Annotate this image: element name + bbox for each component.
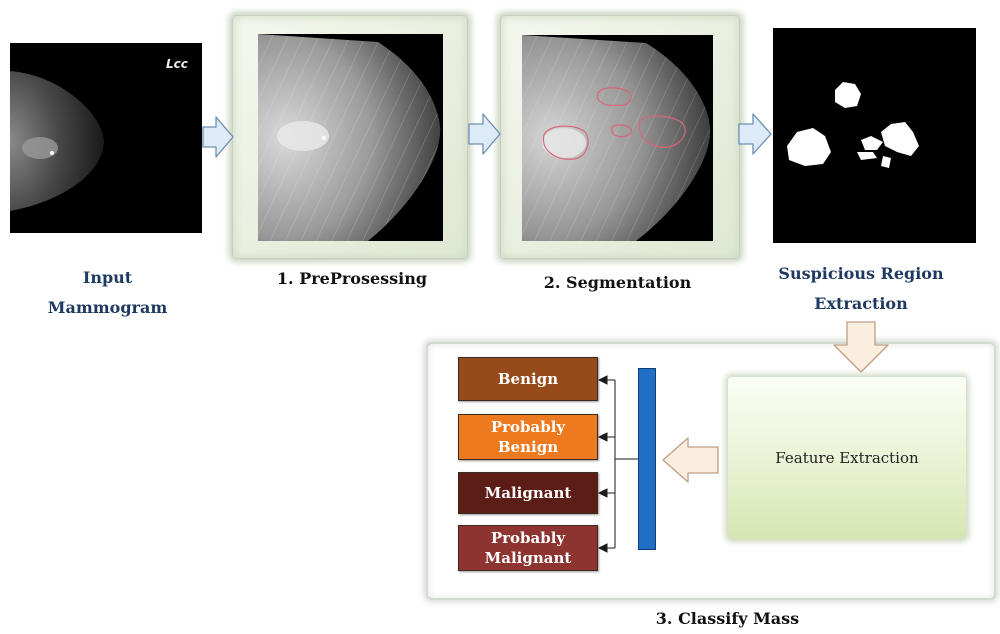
input-caption-line2: Mammogram	[47, 298, 168, 317]
extraction-image	[773, 28, 976, 243]
input-mammogram-image: Lcc	[10, 43, 202, 233]
segmentation-caption: 2. Segmentation	[543, 273, 692, 292]
preprocessing-image	[258, 34, 443, 241]
class-probably-malignant-line2: Malignant	[484, 549, 572, 567]
input-mammogram-graphic	[10, 43, 202, 233]
arrow-preprocessing-to-segmentation	[468, 113, 501, 155]
class-probably-malignant: Probably Malignant	[458, 525, 598, 571]
class-malignant-label: Malignant	[484, 484, 572, 502]
input-caption-line1: Input	[82, 268, 133, 287]
input-caption: Input Mammogram	[30, 263, 185, 323]
class-benign: Benign	[458, 357, 598, 401]
class-benign-label: Benign	[497, 370, 559, 388]
class-probably-benign-line2: Benign	[497, 438, 559, 456]
class-probably-malignant-line1: Probably	[490, 529, 566, 547]
feature-extraction-box: Feature Extraction	[728, 377, 966, 539]
class-probably-benign-line1: Probably	[490, 418, 566, 436]
preprocessing-caption: 1. PreProsessing	[276, 269, 428, 288]
class-probably-benign: Probably Benign	[458, 414, 598, 460]
extraction-caption-line2: Extraction	[814, 294, 908, 313]
arrow-input-to-preprocessing	[202, 116, 234, 158]
view-tag: Lcc	[166, 57, 188, 71]
extraction-caption-line1: Suspicious Region	[778, 264, 944, 283]
classify-caption: 3. Classify Mass	[655, 609, 800, 628]
class-malignant: Malignant	[458, 472, 598, 514]
arrow-segmentation-to-extraction	[738, 113, 772, 155]
classifier-bar	[638, 368, 656, 550]
segmentation-image	[522, 35, 713, 241]
extraction-caption: Suspicious Region Extraction	[775, 259, 947, 319]
extraction-graphic	[773, 28, 976, 243]
feature-extraction-label: Feature Extraction	[775, 449, 919, 467]
segmentation-graphic	[522, 35, 713, 241]
preprocessing-graphic	[258, 34, 443, 241]
